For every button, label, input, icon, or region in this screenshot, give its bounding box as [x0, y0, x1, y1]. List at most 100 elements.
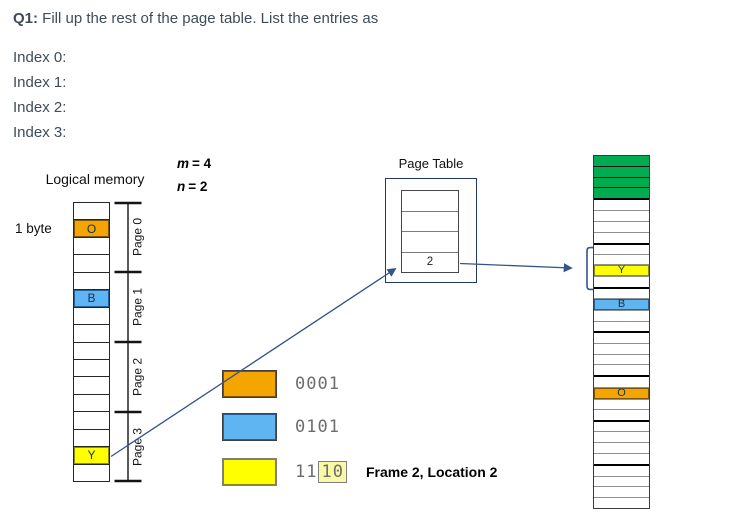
- logical-memory-cell: [74, 203, 109, 219]
- index-line-0: Index 0:: [13, 49, 67, 66]
- physical-memory-cell: [594, 377, 649, 386]
- blue-swatch: [222, 413, 277, 441]
- page-table: 2: [401, 190, 459, 273]
- physical-memory-cell: O: [594, 386, 649, 399]
- memory-frame-7: [594, 463, 649, 508]
- physical-memory-cell: [594, 200, 649, 210]
- page-label-3: Page 3: [130, 427, 145, 467]
- physical-memory-cell: [594, 310, 649, 320]
- legend-row-yellow: 11 10 Frame 2, Location 2: [222, 458, 497, 486]
- physical-memory-cell: [594, 320, 649, 331]
- logical-memory-cell: Y: [74, 446, 109, 464]
- physical-memory-cell: [594, 245, 649, 254]
- logical-memory-cell: B: [74, 289, 109, 307]
- physical-memory-cell: [594, 276, 649, 286]
- binary-address-blue: 0101: [295, 417, 340, 437]
- orange-swatch: [222, 370, 277, 398]
- logical-memory-cell: [74, 254, 109, 271]
- logical-memory-column: O B Y: [73, 202, 110, 482]
- param-n: n= 2: [177, 179, 207, 194]
- physical-memory-cell: B: [594, 298, 649, 311]
- index-line-2: Index 2:: [13, 99, 67, 116]
- memory-frame-5: O: [594, 375, 649, 419]
- physical-memory-cell: [594, 353, 649, 365]
- logical-memory-cell: [74, 236, 109, 254]
- physical-memory-cell: [594, 409, 649, 419]
- physical-memory-cell: [594, 231, 649, 243]
- byte-size-label: 1 byte: [15, 221, 52, 236]
- physical-memory-cell: [594, 364, 649, 375]
- physical-memory-cell: [594, 187, 649, 199]
- page-table-row-2: [402, 231, 458, 252]
- memory-frame-0: [594, 156, 649, 199]
- physical-memory-cell: [594, 210, 649, 221]
- memory-frame-4: [594, 331, 649, 375]
- logical-memory-cell: [74, 376, 109, 393]
- binary-address-orange: 0001: [295, 374, 340, 394]
- logical-memory-cell: [74, 271, 109, 289]
- physical-memory-cell: Y: [594, 264, 649, 277]
- physical-memory-cell: [594, 220, 649, 232]
- param-m-var: m: [177, 156, 190, 171]
- physical-memory-cell: [594, 486, 649, 497]
- binary-address-yellow-page-bits: 11: [295, 462, 318, 482]
- page-table-row-3: 2: [402, 251, 458, 273]
- memory-frame-6: [594, 419, 649, 464]
- cell-letter: B: [87, 291, 96, 306]
- param-m-value: = 4: [192, 156, 212, 171]
- memory-frame-3: B: [594, 286, 649, 331]
- physical-memory-cell: [594, 452, 649, 464]
- logical-memory-cell: [74, 358, 109, 376]
- page-table-row-0: [402, 191, 458, 211]
- physical-memory-cell: [594, 442, 649, 453]
- logical-memory-cell: [74, 393, 109, 411]
- page-label-1: Page 1: [130, 287, 145, 327]
- binary-address-yellow-offset-highlight: 10: [318, 461, 347, 483]
- cell-letter: B: [617, 298, 626, 311]
- yellow-swatch: [222, 458, 277, 486]
- physical-memory-cell: [594, 431, 649, 442]
- memory-frame-1: [594, 198, 649, 242]
- physical-memory-cell: [594, 342, 649, 354]
- param-n-value: = 2: [188, 179, 208, 194]
- physical-memory-cell: [594, 253, 649, 264]
- cell-letter: Y: [87, 448, 96, 463]
- cell-letter: O: [617, 386, 626, 399]
- page-label-2: Page 2: [130, 357, 145, 397]
- memory-frame-2: Y: [594, 242, 649, 287]
- question-body: Fill up the rest of the page table. List…: [38, 10, 379, 27]
- physical-memory-cell: [594, 156, 649, 166]
- physical-memory-cell: [594, 333, 649, 343]
- index-line-1: Index 1:: [13, 74, 67, 91]
- logical-memory-cell: [74, 306, 109, 324]
- index-line-3: Index 3:: [13, 124, 67, 141]
- cell-letter: Y: [617, 264, 626, 277]
- question-number: Q1:: [13, 10, 39, 27]
- physical-memory-column: Y B O: [593, 155, 650, 509]
- logical-memory-cell: [74, 411, 109, 428]
- legend-row-blue: 0101: [222, 413, 340, 441]
- physical-memory-cell: [594, 466, 649, 476]
- question-text: Q1: Fill up the rest of the page table. …: [13, 10, 378, 27]
- frame-location-note: Frame 2, Location 2: [365, 464, 498, 480]
- param-m: m= 4: [177, 156, 211, 171]
- legend-row-orange: 0001: [222, 370, 340, 398]
- logical-memory-cell: [74, 463, 109, 481]
- cell-letter: O: [86, 221, 97, 236]
- physical-memory-cell: [594, 398, 649, 409]
- page-table-title: Page Table: [398, 156, 464, 171]
- physical-memory-cell: [594, 475, 649, 487]
- logical-memory-cell: [74, 324, 109, 341]
- logical-memory-cell: [74, 341, 109, 359]
- logical-memory-title: Logical memory: [45, 171, 145, 187]
- physical-memory-cell: [594, 422, 649, 432]
- physical-memory-cell: [594, 165, 649, 177]
- param-n-var: n: [177, 179, 186, 194]
- page-table-row-1: [402, 210, 458, 232]
- logical-memory-cell: O: [74, 219, 109, 237]
- page-label-0: Page 0: [130, 217, 145, 257]
- physical-memory-cell: [594, 176, 649, 188]
- physical-memory-cell: [594, 289, 649, 298]
- physical-memory-cell: [594, 497, 649, 508]
